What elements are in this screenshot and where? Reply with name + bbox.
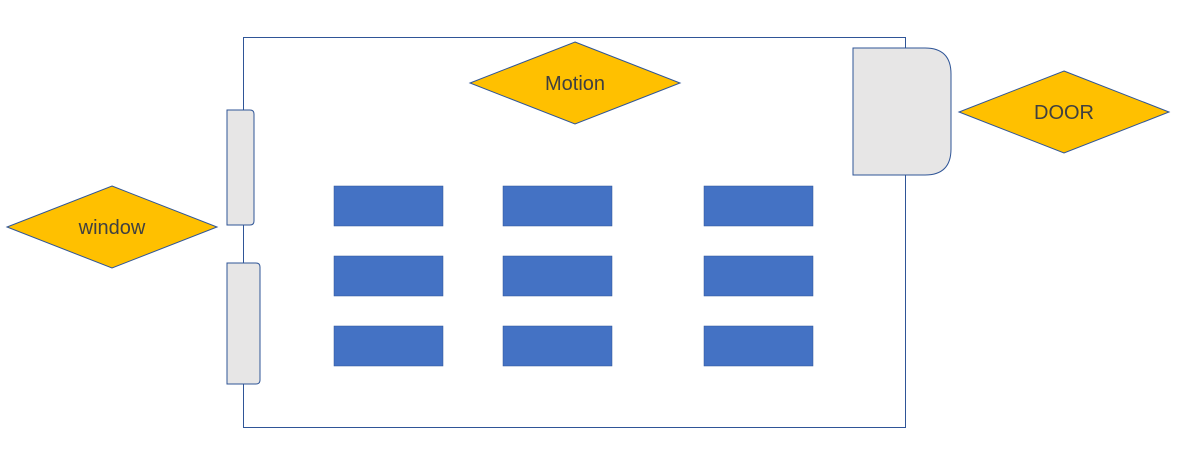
desk-r1-c3 xyxy=(703,185,814,227)
desk-r1-c2 xyxy=(502,185,613,227)
desk-grid xyxy=(333,185,814,367)
desk-r2-c1 xyxy=(333,255,444,297)
motion-sensor: Motion xyxy=(468,41,682,125)
door xyxy=(852,47,952,176)
door-sensor: DOOR xyxy=(957,70,1171,154)
desk-r2-c2 xyxy=(502,255,613,297)
desk-r3-c3 xyxy=(703,325,814,367)
window-sensor-label: window xyxy=(78,217,146,239)
desk-r3-c1 xyxy=(333,325,444,367)
window-upper xyxy=(226,109,255,226)
motion-sensor-diamond xyxy=(468,41,682,125)
desk-r3-c2 xyxy=(502,325,613,367)
window-lower xyxy=(226,262,261,385)
desk-r1-c1 xyxy=(333,185,444,227)
window-sensor-diamond xyxy=(5,185,219,269)
motion-sensor-label: Motion xyxy=(545,73,605,95)
door-sensor-diamond xyxy=(957,70,1171,154)
window-sensor: window xyxy=(5,185,219,269)
desk-r2-c3 xyxy=(703,255,814,297)
door-sensor-label: DOOR xyxy=(1034,102,1094,124)
